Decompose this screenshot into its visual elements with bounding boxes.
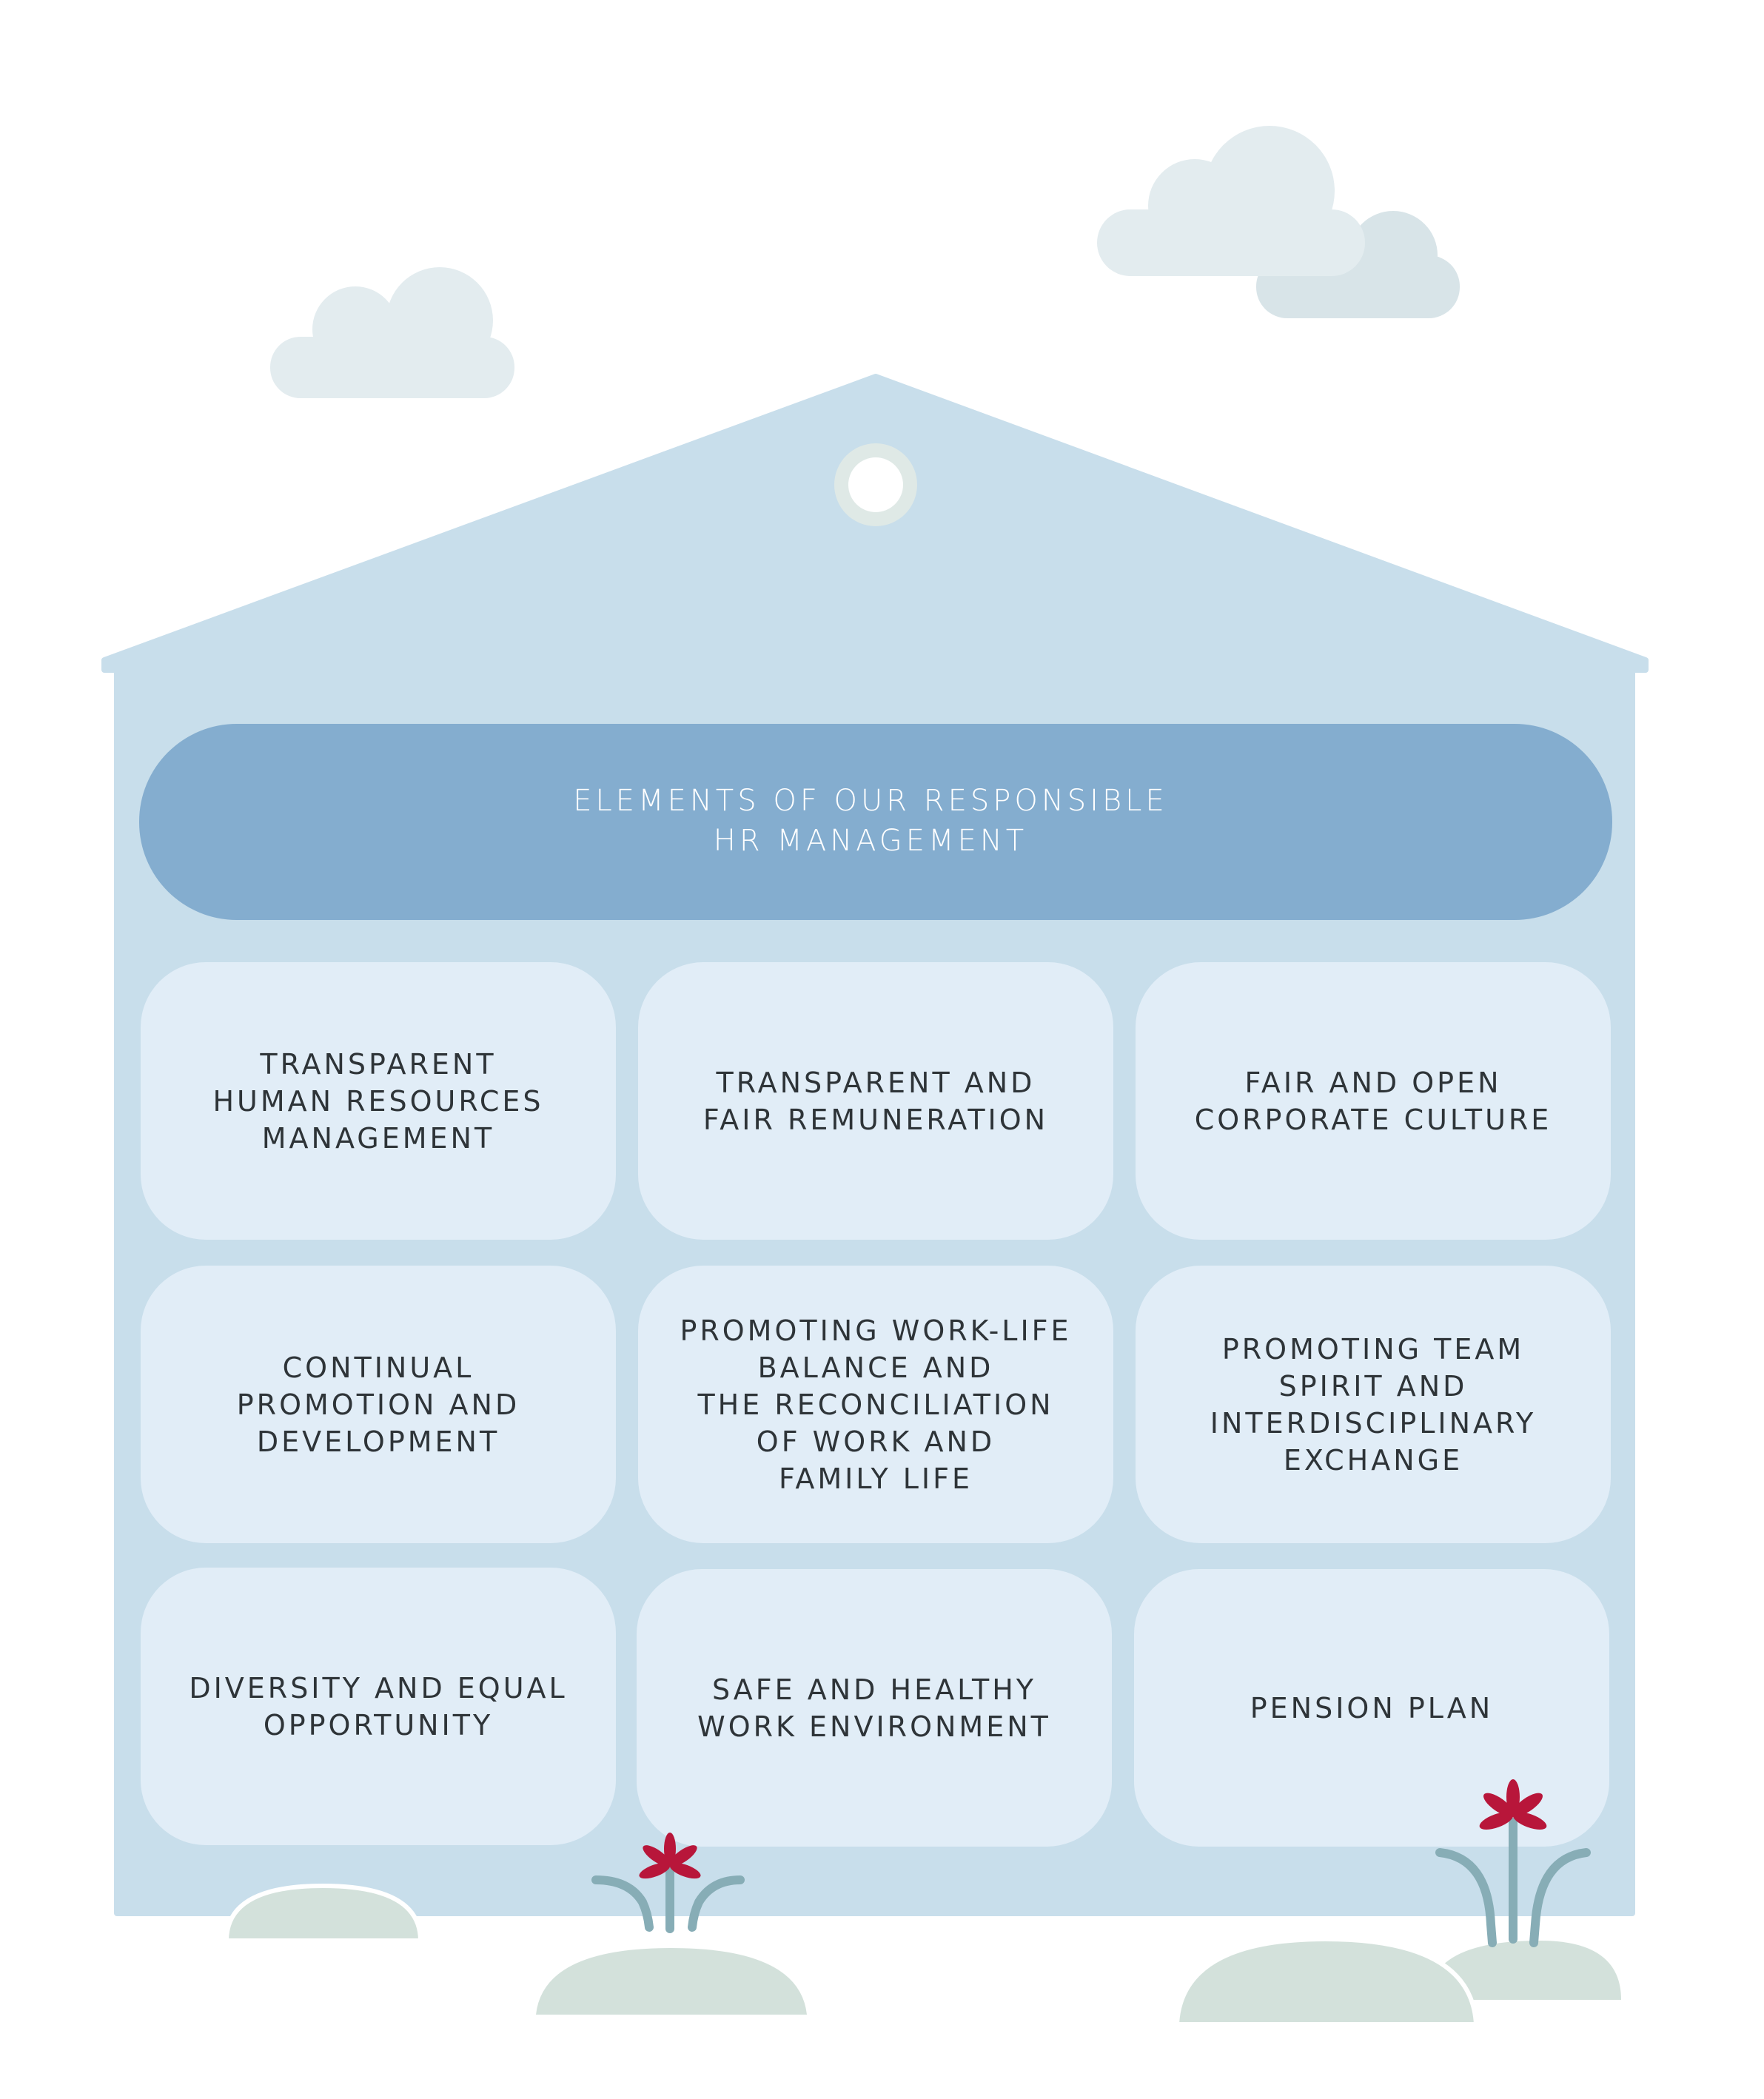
element-label: CONTINUAL PROMOTION AND DEVELOPMENT xyxy=(236,1351,520,1458)
box-5 xyxy=(638,1266,1113,1543)
element-label: PENSION PLAN xyxy=(1250,1691,1494,1724)
roof-vent-icon xyxy=(834,443,917,526)
hill-icon xyxy=(536,1948,807,2015)
box-grid xyxy=(141,962,1611,1847)
element-label: PROMOTING WORK-LIFE BALANCE AND THE RECO… xyxy=(680,1314,1072,1495)
box-2 xyxy=(638,962,1113,1240)
hill-icon xyxy=(1174,1936,1479,2026)
hill-icon xyxy=(224,1883,423,1943)
element-label: DIVERSITY AND EQUAL OPPORTUNITY xyxy=(189,1671,568,1742)
flower-icon xyxy=(591,1833,745,1933)
box-9 xyxy=(1134,1569,1609,1847)
element-label: TRANSPARENT HUMAN RESOURCES MANAGEMENT xyxy=(212,1047,544,1155)
cloud-icon xyxy=(270,267,514,398)
box-4 xyxy=(141,1266,616,1543)
box-8 xyxy=(637,1569,1112,1847)
header-pill xyxy=(139,724,1612,920)
diagram-title: ELEMENTS OF OUR RESPONSIBLE HR MANAGEMEN… xyxy=(139,724,1602,918)
element-label: PROMOTING TEAM SPIRIT AND INTERDISCIPLIN… xyxy=(1210,1332,1537,1477)
hill-icon xyxy=(1429,1941,1621,2000)
element-label: SAFE AND HEALTHY WORK ENVIRONMENT xyxy=(697,1673,1051,1743)
box-3 xyxy=(1136,962,1611,1240)
box-1 xyxy=(141,962,616,1240)
flower-icon xyxy=(1435,1779,1591,1947)
element-label: FAIR AND OPEN CORPORATE CULTURE xyxy=(1194,1066,1552,1136)
box-6 xyxy=(1136,1266,1611,1543)
title-line-1: ELEMENTS OF OUR RESPONSIBLE xyxy=(573,784,1168,818)
box-7 xyxy=(141,1568,616,1845)
element-label: TRANSPARENT AND FAIR REMUNERATION xyxy=(702,1066,1049,1136)
cloud-icon xyxy=(1097,126,1365,276)
title-line-2: HR MANAGEMENT xyxy=(713,824,1028,858)
